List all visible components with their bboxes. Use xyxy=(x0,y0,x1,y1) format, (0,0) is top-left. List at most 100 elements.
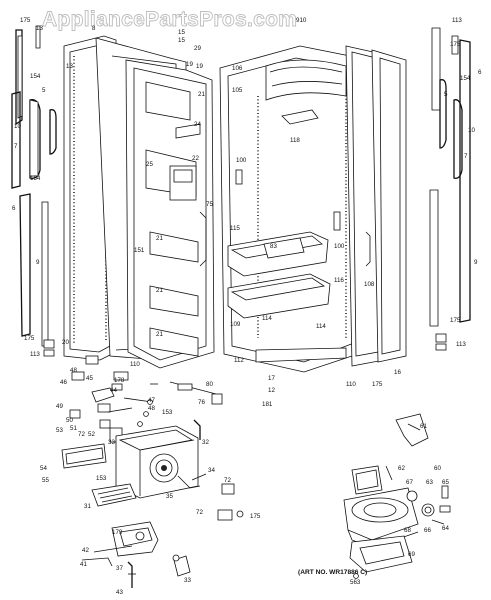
callout-label: 67 xyxy=(406,479,413,486)
callout-label: 8 xyxy=(92,25,96,32)
callout-label: 44 xyxy=(110,387,117,394)
callout-label: 16 xyxy=(394,369,401,376)
callout-label: 6 xyxy=(12,205,16,212)
callout-label: 153 xyxy=(162,409,173,416)
callout-label: 175 xyxy=(450,41,461,48)
callout-label: 35 xyxy=(166,493,173,500)
callout-label: 62 xyxy=(398,465,405,472)
callout-label: 64 xyxy=(442,525,449,532)
callout-label: 68 xyxy=(404,527,411,534)
callout-label: 60 xyxy=(434,465,441,472)
callout-label: 72 xyxy=(224,477,231,484)
callout-label: 15 xyxy=(178,37,185,44)
callout-label: 13 xyxy=(66,63,73,70)
callout-label: 113 xyxy=(30,351,40,358)
callout-label: 21 xyxy=(156,331,163,338)
callout-label: 63 xyxy=(426,479,433,486)
callout-label: 15 xyxy=(178,29,185,36)
callout-label: 22 xyxy=(192,155,199,162)
callout-label: 21 xyxy=(198,91,205,98)
callout-label: 9 xyxy=(36,259,40,266)
callout-label: 106 xyxy=(232,65,243,72)
callout-label: 66 xyxy=(424,527,431,534)
callout-label: 112 xyxy=(234,357,244,364)
callout-label: 181 xyxy=(262,401,273,408)
callout-label: 42 xyxy=(82,547,89,554)
callout-label: 21 xyxy=(156,235,163,242)
callout-label: 52 xyxy=(88,431,95,438)
callout-label: 80 xyxy=(206,381,213,388)
callout-label: 69 xyxy=(408,551,415,558)
callout-label: 114 xyxy=(316,323,326,330)
callout-label: 46 xyxy=(60,379,67,386)
callout-label: 5 xyxy=(42,87,46,94)
callout-label: 118 xyxy=(290,137,300,144)
lower-mechanism-parts xyxy=(81,521,191,588)
callout-label: 72 xyxy=(196,509,203,516)
watermark-text: AppliancePartsPros.com xyxy=(42,8,297,31)
callout-label: 47 xyxy=(148,397,155,404)
callout-label: 50 xyxy=(66,417,73,424)
callout-label: 175 xyxy=(372,381,383,388)
callout-label: 10 xyxy=(468,127,475,134)
callout-label: 113 xyxy=(452,17,462,24)
callout-label: 100 xyxy=(236,157,247,164)
callout-label: 49 xyxy=(56,403,63,410)
callout-label: 175 xyxy=(20,17,31,24)
callout-label: 110 xyxy=(130,361,140,368)
callout-label: 33 xyxy=(184,577,191,584)
callout-label: 32 xyxy=(202,439,209,446)
callout-label: 175 xyxy=(24,335,35,342)
callout-label: 153 xyxy=(96,475,107,482)
callout-label: 563 xyxy=(350,579,361,586)
callout-label: 10 xyxy=(14,123,21,130)
callout-label: 154 xyxy=(30,175,41,182)
callout-label: 154 xyxy=(460,75,471,82)
callout-labels: 175 13 8 15 29 910 113 175 15 19 19 21 2… xyxy=(12,17,482,596)
callout-label: 65 xyxy=(442,479,449,486)
callout-label: 179 xyxy=(112,529,123,536)
callout-label: 108 xyxy=(364,281,375,288)
callout-label: 55 xyxy=(42,477,49,484)
callout-label: 154 xyxy=(30,73,41,80)
callout-label: 178 xyxy=(114,377,125,384)
callout-label: 7 xyxy=(14,143,18,150)
callout-label: 12 xyxy=(268,387,275,394)
callout-label: 25 xyxy=(146,161,153,168)
callout-label: 75 xyxy=(206,201,213,208)
dispenser-parts xyxy=(61,355,244,521)
callout-label: 53 xyxy=(56,427,63,434)
callout-label: 34 xyxy=(208,467,215,474)
right-handle-parts xyxy=(429,27,471,351)
callout-label: 19 xyxy=(186,61,193,68)
art-number: (ART NO. WR17886 C) xyxy=(298,569,367,576)
callout-label: 19 xyxy=(196,63,203,70)
callout-label: 61 xyxy=(420,423,427,430)
callout-label: 9 xyxy=(474,259,478,266)
callout-label: 48 xyxy=(148,405,155,412)
callout-label: 21 xyxy=(156,287,163,294)
callout-label: 33 xyxy=(108,439,115,446)
callout-label: 13 xyxy=(36,25,43,32)
freezer-door-assembly xyxy=(63,35,215,369)
callout-label: 31 xyxy=(84,503,91,510)
callout-label: 151 xyxy=(134,247,145,254)
callout-label: 910 xyxy=(296,17,307,24)
callout-label: 54 xyxy=(40,465,47,472)
callout-label: 48 xyxy=(70,367,77,374)
callout-label: 45 xyxy=(86,375,93,382)
callout-label: 116 xyxy=(334,277,344,284)
callout-label: 5 xyxy=(444,91,448,98)
callout-label: 115 xyxy=(230,225,240,232)
fresh-food-door-assembly xyxy=(219,45,407,373)
callout-label: 175 xyxy=(450,317,461,324)
ice-dispenser-assembly xyxy=(343,413,451,579)
callout-label: 20 xyxy=(62,339,69,346)
callout-label: 51 xyxy=(70,425,77,432)
callout-label: 100 xyxy=(334,243,345,250)
callout-label: 29 xyxy=(194,45,201,52)
callout-label: 114 xyxy=(262,315,272,322)
callout-label: 24 xyxy=(194,121,201,128)
callout-label: 7 xyxy=(464,153,468,160)
